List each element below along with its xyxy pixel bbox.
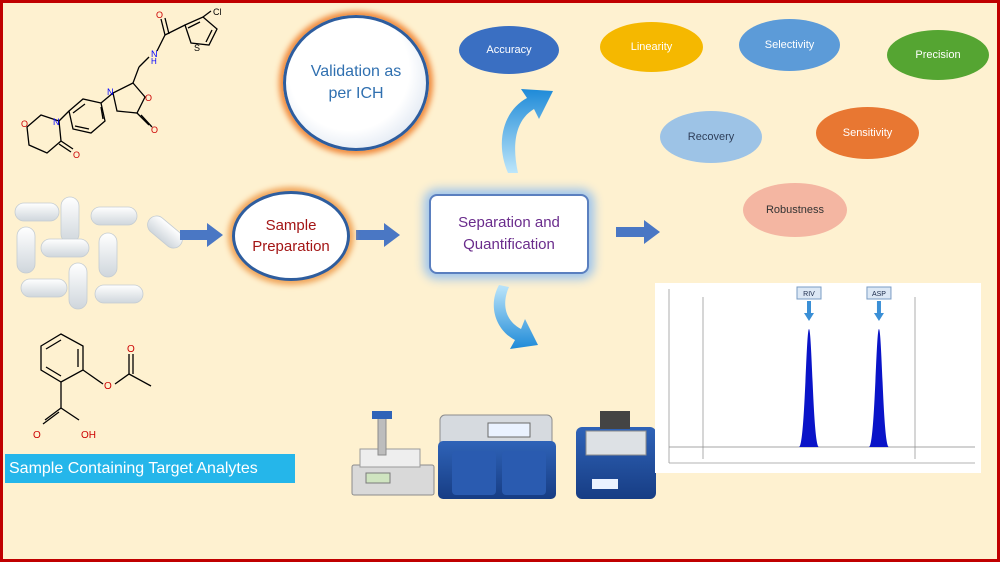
param-robustness-label: Robustness: [765, 204, 825, 216]
validation-circle: Validation as per ICH: [283, 15, 429, 151]
sulfur-label: S: [194, 43, 200, 53]
curved-arrow-down: [493, 285, 538, 349]
param-recovery-label: Recovery: [687, 131, 735, 143]
sample-preparation-label: Sample Preparation: [252, 217, 330, 255]
param-sensitivity[interactable]: Sensitivity: [816, 107, 919, 159]
peak-arrow-asp: [873, 301, 884, 321]
peak-label-box-asp: [866, 286, 892, 300]
chromatogram-background: [655, 283, 981, 473]
param-linearity-label: Linearity: [630, 41, 673, 53]
aspirin-structure: O O O OH: [33, 333, 152, 441]
applicator-instrument: [351, 411, 435, 496]
lactam-o-label: O: [73, 150, 80, 160]
oxygen-label: O: [156, 10, 163, 20]
sample-banner: Sample Containing Target Analytes: [5, 454, 295, 483]
carboxyl-o-label: O: [33, 430, 41, 441]
ring-oxygen-label: O: [145, 93, 152, 103]
flow-arrows: [180, 89, 660, 349]
ester-o-label: O: [104, 381, 112, 392]
peak-label-box-riv: [796, 286, 822, 300]
peak-label-riv: RIV: [803, 291, 815, 298]
carbonyl-oxygen-label: O: [151, 125, 158, 135]
scanner-instrument: [576, 411, 656, 499]
hptlc-instruments: [351, 411, 656, 499]
peak-riv: [799, 329, 819, 447]
morpholine-n-label: N: [53, 117, 60, 127]
morpholine-o-label: O: [21, 119, 28, 129]
curved-arrow-up: [501, 89, 553, 173]
chlorine-label: Cl: [213, 7, 222, 17]
tablets-image: [14, 196, 183, 310]
chamber-instrument: [438, 414, 556, 499]
param-selectivity-label: Selectivity: [764, 39, 815, 51]
peak-asp: [868, 329, 889, 447]
amide-h-label: H: [151, 57, 157, 66]
separation-label: Separation and Quantification: [458, 214, 560, 253]
param-recovery[interactable]: Recovery: [660, 111, 762, 163]
param-linearity[interactable]: Linearity: [600, 22, 703, 72]
chromatogram: RIV ASP: [655, 283, 981, 473]
param-precision-label: Precision: [915, 49, 961, 61]
peak-arrow-riv: [804, 301, 814, 321]
param-accuracy[interactable]: Accuracy: [459, 26, 559, 74]
param-sensitivity-label: Sensitivity: [842, 127, 893, 139]
param-robustness[interactable]: Robustness: [743, 183, 847, 237]
acetyl-o-label: O: [127, 344, 135, 355]
validation-title: Validation as per ICH: [310, 63, 402, 102]
peak-label-asp: ASP: [872, 291, 886, 298]
param-selectivity[interactable]: Selectivity: [739, 19, 840, 71]
ring-n-label: N: [107, 87, 114, 97]
sample-preparation-circle[interactable]: Sample Preparation: [232, 191, 350, 281]
amide-n-label: N: [151, 49, 158, 59]
param-precision[interactable]: Precision: [887, 30, 989, 80]
separation-box[interactable]: Separation and Quantification: [429, 194, 589, 274]
param-accuracy-label: Accuracy: [486, 44, 532, 56]
hydroxyl-label: OH: [81, 430, 96, 441]
block-arrows: [180, 220, 660, 247]
rivaroxaban-structure: Cl S O N H O O N N O O: [21, 7, 222, 160]
sample-banner-text: Sample Containing Target Analytes: [9, 459, 258, 477]
